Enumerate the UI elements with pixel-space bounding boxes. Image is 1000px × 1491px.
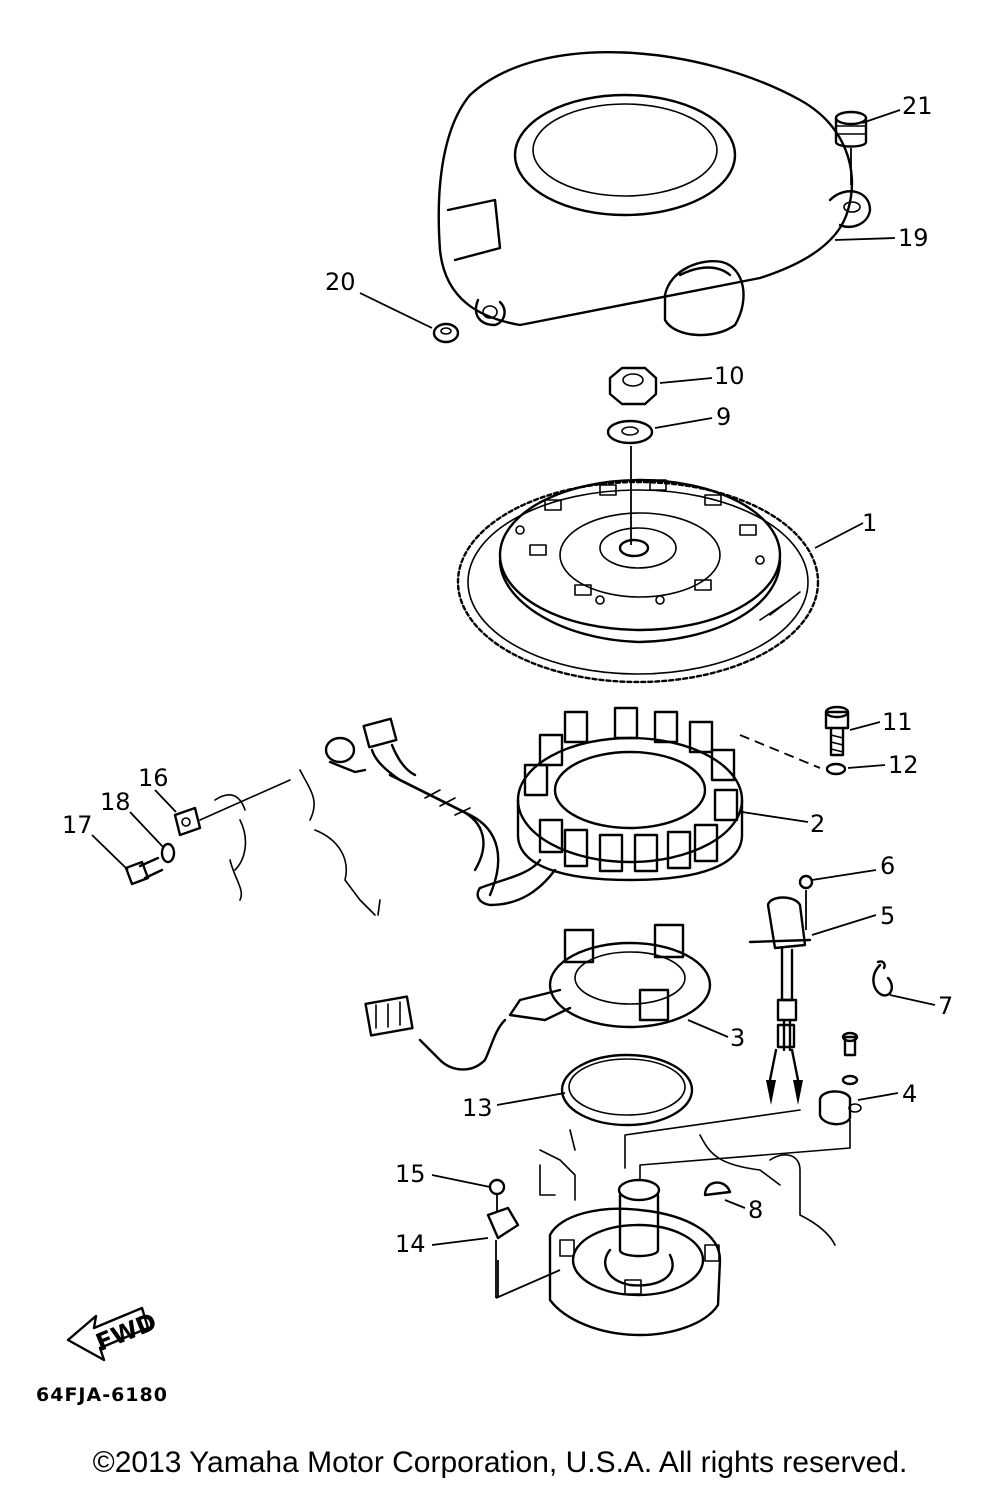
callout-leaders <box>91 109 936 1246</box>
callout-19: 19 <box>898 224 929 252</box>
callout-14: 14 <box>395 1230 426 1258</box>
copyright-notice: ©2013 Yamaha Motor Corporation, U.S.A. A… <box>92 1446 908 1479</box>
engine-outline-fragment-left-2 <box>229 859 381 916</box>
bolt-guide-line <box>739 734 821 769</box>
part-7-clip <box>872 960 894 997</box>
part-9-washer <box>606 419 654 445</box>
part-14-bracket <box>486 1206 561 1299</box>
part-6-screw <box>798 874 814 930</box>
callout-9: 9 <box>716 403 731 431</box>
callout-numbers: 1 2 3 4 5 6 7 8 9 10 11 12 13 14 15 16 1… <box>62 92 953 1258</box>
fwd-arrow-icon: FWD <box>66 1306 161 1362</box>
routing-line-5 <box>624 1109 801 1169</box>
engine-outline-fragment-top <box>569 1129 576 1151</box>
callout-18: 18 <box>100 788 131 816</box>
callout-4: 4 <box>902 1080 917 1108</box>
callout-1: 1 <box>862 509 877 537</box>
callout-12: 12 <box>888 751 919 779</box>
stator-harness <box>324 717 500 897</box>
part-5-clamp-lead <box>748 896 812 1105</box>
engine-outline-fragment-mid <box>539 1149 576 1201</box>
part-13-ring <box>560 1053 694 1127</box>
part-8-key <box>703 1181 732 1197</box>
pulser-coil <box>364 923 712 1071</box>
part-21-grommet <box>834 110 868 185</box>
part-15-screw <box>488 1178 506 1212</box>
callout-21: 21 <box>902 92 933 120</box>
callout-6: 6 <box>880 852 895 880</box>
callout-7: 7 <box>938 992 953 1020</box>
part-11-bolt <box>824 705 850 757</box>
part-12-washer <box>825 762 847 776</box>
callout-2: 2 <box>810 810 825 838</box>
callout-16: 16 <box>138 764 169 792</box>
part-18-washer <box>160 842 176 864</box>
routing-line-4 <box>639 1119 851 1181</box>
callout-15: 15 <box>395 1160 426 1188</box>
flywheel-cover <box>437 51 872 337</box>
part-10-nut <box>608 366 658 406</box>
stator-coil <box>476 706 744 907</box>
callout-10: 10 <box>714 362 745 390</box>
engine-outline-fragment-left <box>199 769 376 916</box>
callout-8: 8 <box>748 1196 763 1224</box>
part-17-bolt <box>124 856 164 886</box>
callout-17: 17 <box>62 811 93 839</box>
callout-13: 13 <box>462 1094 493 1122</box>
part-4-clamp <box>818 1031 862 1126</box>
callout-20: 20 <box>325 268 356 296</box>
part-16-bracket <box>173 806 202 837</box>
callout-5: 5 <box>880 902 895 930</box>
engine-outline-fragment-right <box>699 1134 836 1246</box>
part-20-grommet <box>432 322 460 344</box>
flywheel-magneto <box>456 478 820 684</box>
callout-11: 11 <box>882 708 913 736</box>
callout-3: 3 <box>730 1024 745 1052</box>
diagram-reference-code: 64FJA-6180 <box>36 1384 168 1406</box>
lower-bearing-housing <box>548 1178 722 1337</box>
